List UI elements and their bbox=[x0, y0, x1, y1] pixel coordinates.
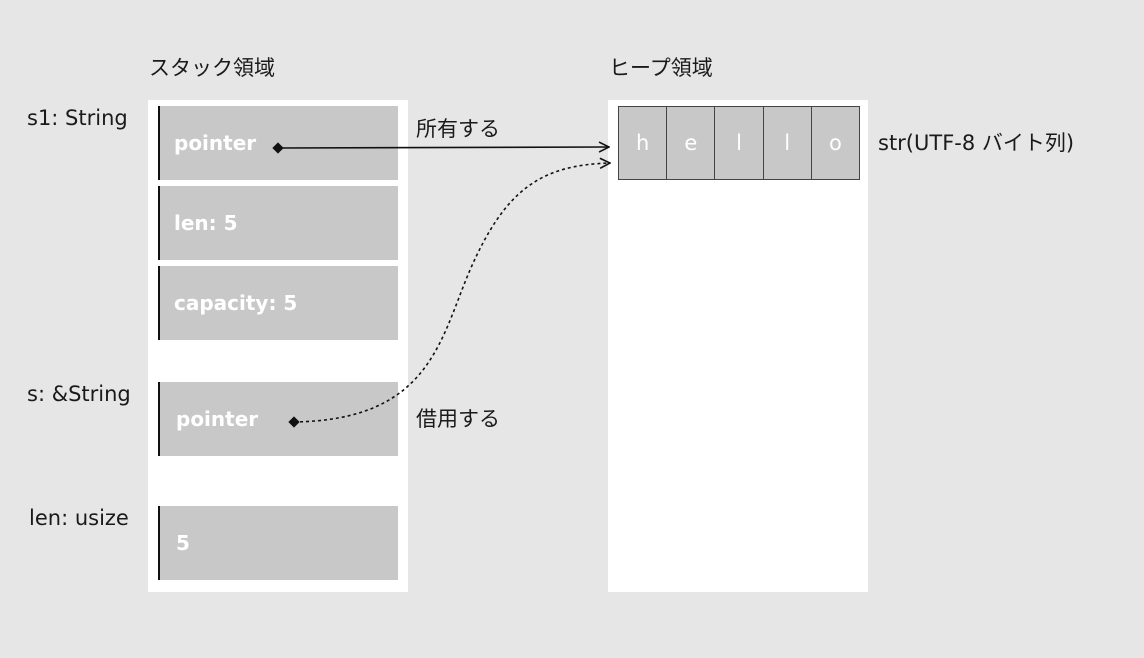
stack-region-title: スタック領域 bbox=[149, 56, 275, 80]
s1-capacity-field: capacity: 5 bbox=[158, 266, 398, 340]
heap-str-label: str(UTF-8 バイト列) bbox=[878, 131, 1075, 155]
owns-edge-label: 所有する bbox=[416, 117, 500, 141]
heap-byte: l bbox=[763, 107, 812, 179]
s-pointer-field: pointer bbox=[158, 382, 398, 456]
heap-region-title: ヒープ領域 bbox=[609, 56, 713, 80]
heap-byte-array: h e l l o bbox=[618, 106, 860, 180]
len-value-field: 5 bbox=[158, 506, 398, 580]
s1-pointer-field: pointer bbox=[158, 106, 398, 180]
var-label-s1: s1: String bbox=[27, 106, 128, 130]
var-label-len: len: usize bbox=[29, 506, 129, 530]
heap-region bbox=[608, 100, 868, 592]
borrows-edge-label: 借用する bbox=[416, 407, 500, 431]
var-label-s: s: &String bbox=[27, 382, 131, 406]
heap-byte: h bbox=[619, 107, 668, 179]
heap-byte: o bbox=[811, 107, 860, 179]
heap-byte: e bbox=[667, 107, 716, 179]
s1-len-field: len: 5 bbox=[158, 186, 398, 260]
heap-byte: l bbox=[715, 107, 764, 179]
